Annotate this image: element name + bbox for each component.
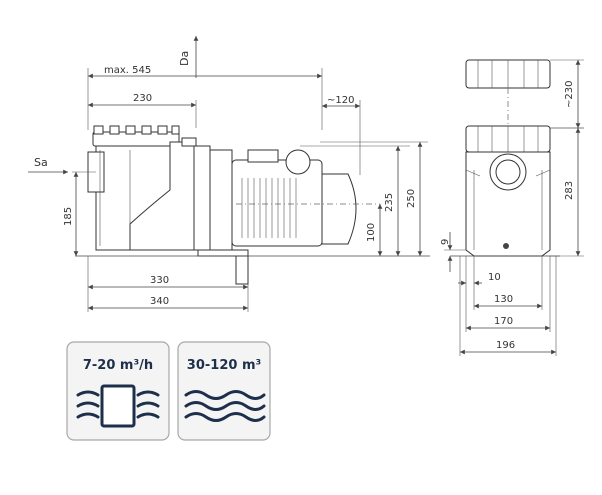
flow-rate-label: 7-20 m³/h xyxy=(83,358,153,373)
dim-side-230: ~230 xyxy=(564,81,575,108)
flow-rate-badge: 7-20 m³/h xyxy=(66,341,170,441)
label-da: Da xyxy=(178,51,191,66)
flow-pump-icon xyxy=(76,384,160,428)
front-lid xyxy=(465,125,551,153)
dim-100: 100 xyxy=(366,223,377,242)
dim-side-283: 283 xyxy=(564,181,575,200)
dim-120: ~120 xyxy=(327,95,354,106)
dim-130: 130 xyxy=(494,294,513,305)
front-view: ~230 283 9 xyxy=(440,59,584,356)
dim-340: 340 xyxy=(150,296,169,307)
dim-170: 170 xyxy=(494,316,513,327)
pool-volume-badge: 30-120 m³ xyxy=(177,341,271,441)
side-view: Da Sa max. 545 230 ~120 xyxy=(28,36,430,312)
dim-10: 10 xyxy=(488,272,501,283)
front-lid-top xyxy=(465,59,551,89)
dim-235: 235 xyxy=(384,193,395,212)
dim-250: 250 xyxy=(406,189,417,208)
motor-fins xyxy=(241,178,297,238)
dim-196: 196 xyxy=(496,340,515,351)
dim-max-545: max. 545 xyxy=(104,65,151,76)
pool-volume-label: 30-120 m³ xyxy=(187,358,261,373)
lid-knob xyxy=(93,125,180,135)
dim-330: 330 xyxy=(150,275,169,286)
dim-185: 185 xyxy=(63,207,74,226)
label-sa: Sa xyxy=(34,156,48,169)
dim-230: 230 xyxy=(133,93,152,104)
dim-9: 9 xyxy=(440,239,451,245)
water-waves-icon xyxy=(184,390,266,422)
